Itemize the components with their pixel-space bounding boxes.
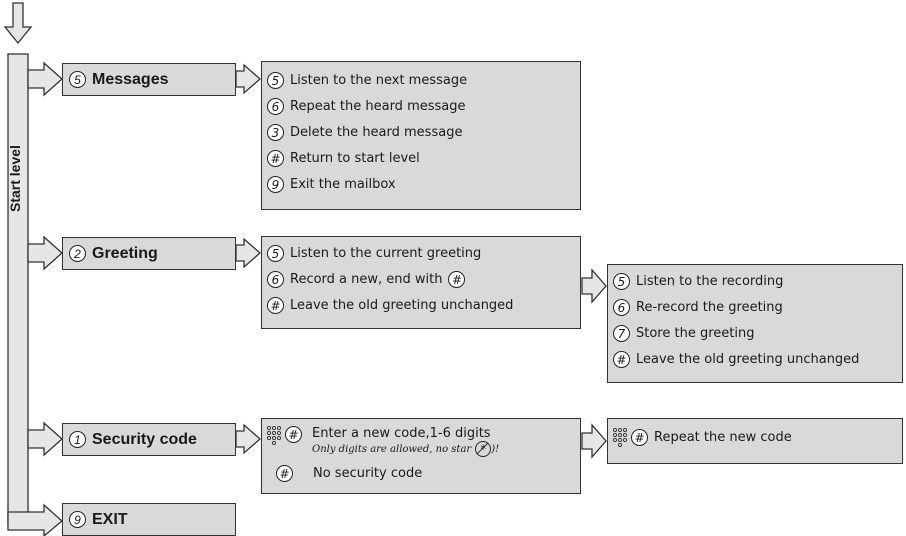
greeting-key: 2 bbox=[69, 245, 86, 262]
greeting-label: Greeting bbox=[92, 244, 158, 262]
keypad-icon bbox=[267, 426, 281, 445]
arrow-security-repeat bbox=[581, 423, 607, 459]
entry-arrow bbox=[3, 2, 33, 45]
arrow-greeting-options bbox=[235, 237, 261, 269]
security-repeat-box: # Repeat the new code bbox=[607, 418, 903, 464]
greeting-menu-header[interactable]: 2 Greeting bbox=[62, 237, 236, 270]
security-enter-option[interactable]: # Enter a new code,1-6 digits Only digit… bbox=[267, 426, 499, 457]
greeting-option[interactable]: #Leave the old greeting unchanged bbox=[267, 297, 513, 314]
greeting-submenu-option[interactable]: #Leave the old greeting unchanged bbox=[613, 351, 859, 368]
security-key: 1 bbox=[69, 431, 86, 448]
security-note: Only digits are allowed, no star * )! bbox=[312, 441, 500, 457]
arrow-messages-options bbox=[235, 63, 261, 95]
messages-option[interactable]: #Return to start level bbox=[267, 150, 420, 167]
messages-menu-header[interactable]: 5 Messages bbox=[62, 63, 236, 96]
arrow-to-messages bbox=[27, 61, 63, 97]
end-key: # bbox=[448, 271, 466, 288]
security-options-box: # Enter a new code,1-6 digits Only digit… bbox=[261, 418, 581, 494]
security-label: Security code bbox=[92, 430, 197, 448]
arrow-to-greeting bbox=[27, 235, 63, 271]
arrow-to-exit bbox=[7, 503, 63, 536]
start-level-bar bbox=[7, 53, 29, 525]
exit-key: 9 bbox=[69, 511, 86, 528]
security-menu-header[interactable]: 1 Security code bbox=[62, 423, 236, 456]
arrow-to-security bbox=[27, 421, 63, 457]
security-no-code-option[interactable]: # No security code bbox=[267, 465, 422, 482]
messages-label: Messages bbox=[92, 70, 169, 88]
messages-key: 5 bbox=[69, 71, 86, 88]
no-star-icon: * bbox=[475, 441, 492, 457]
exit-menu-header[interactable]: 9 EXIT bbox=[62, 503, 236, 536]
arrow-security-options bbox=[235, 423, 261, 455]
arrow-greeting-submenu bbox=[581, 268, 607, 304]
security-repeat-option[interactable]: # Repeat the new code bbox=[613, 428, 792, 447]
keypad-icon bbox=[613, 428, 627, 447]
exit-label: EXIT bbox=[92, 510, 128, 528]
